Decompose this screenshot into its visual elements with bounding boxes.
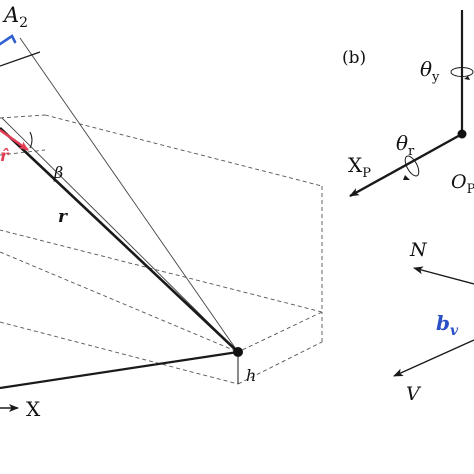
label-h: h — [246, 366, 256, 385]
right-panel: (b) θy θr OP XP N — [342, 10, 474, 405]
label-theta-r: θr — [396, 131, 415, 159]
label-n: N — [409, 239, 428, 261]
theta-y-rotation-icon — [450, 67, 474, 80]
panel-label-b: (b) — [342, 48, 366, 68]
guide-line-a2 — [19, 37, 239, 353]
guide-line-beta — [1, 117, 239, 353]
label-r: r — [58, 207, 68, 227]
theta-r-rotation-icon — [403, 155, 420, 180]
dashed-wireframe — [0, 114, 323, 385]
origin-op — [457, 129, 467, 139]
a2-blue-mark — [0, 34, 17, 46]
label-beta: β — [53, 163, 63, 182]
label-a2: A2 — [2, 3, 28, 31]
label-bv: bv — [436, 311, 459, 339]
left-panel: A2 β r r̂ h X — [0, 3, 323, 421]
label-xp: XP — [348, 153, 371, 181]
hitch-point — [233, 347, 243, 357]
label-x: X — [26, 397, 41, 421]
r-hat-arrow — [0, 128, 29, 152]
label-v: V — [406, 383, 422, 405]
beta-arc — [29, 131, 33, 149]
a2-perp-tick — [0, 51, 41, 67]
baseline-line — [0, 350, 239, 390]
label-op: OP — [451, 171, 474, 197]
label-r-hat: r̂ — [0, 146, 10, 165]
n-arrow — [413, 266, 474, 285]
v-arrow — [393, 339, 474, 377]
r-vector-line — [0, 127, 239, 353]
label-theta-y: θy — [420, 57, 440, 85]
